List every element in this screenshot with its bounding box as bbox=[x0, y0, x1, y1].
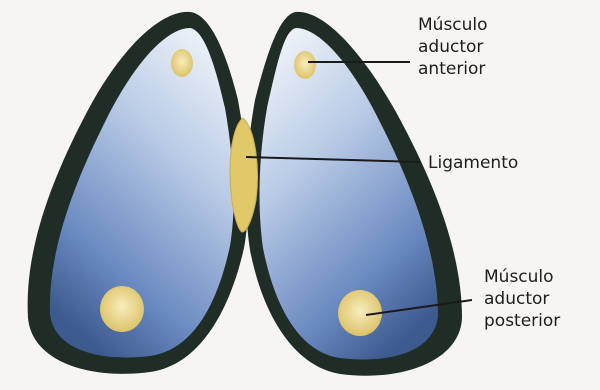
left-posterior-adductor-scar bbox=[100, 286, 144, 332]
anterior-adductor-label-line-1: Músculo bbox=[418, 14, 488, 36]
posterior-adductor-label-line-3: posterior bbox=[484, 310, 560, 332]
ligament-label: Ligamento bbox=[428, 152, 518, 174]
anterior-adductor-label-line-2: aductor bbox=[418, 36, 488, 58]
posterior-adductor-label-line-1: Músculo bbox=[484, 266, 560, 288]
posterior-adductor-label: Músculo aductor posterior bbox=[484, 266, 560, 332]
left-anterior-adductor-scar bbox=[171, 49, 193, 77]
anterior-adductor-label: Músculo aductor anterior bbox=[418, 14, 488, 80]
right-anterior-adductor-scar bbox=[294, 51, 316, 79]
anterior-adductor-label-line-3: anterior bbox=[418, 58, 488, 80]
posterior-adductor-label-line-2: aductor bbox=[484, 288, 560, 310]
